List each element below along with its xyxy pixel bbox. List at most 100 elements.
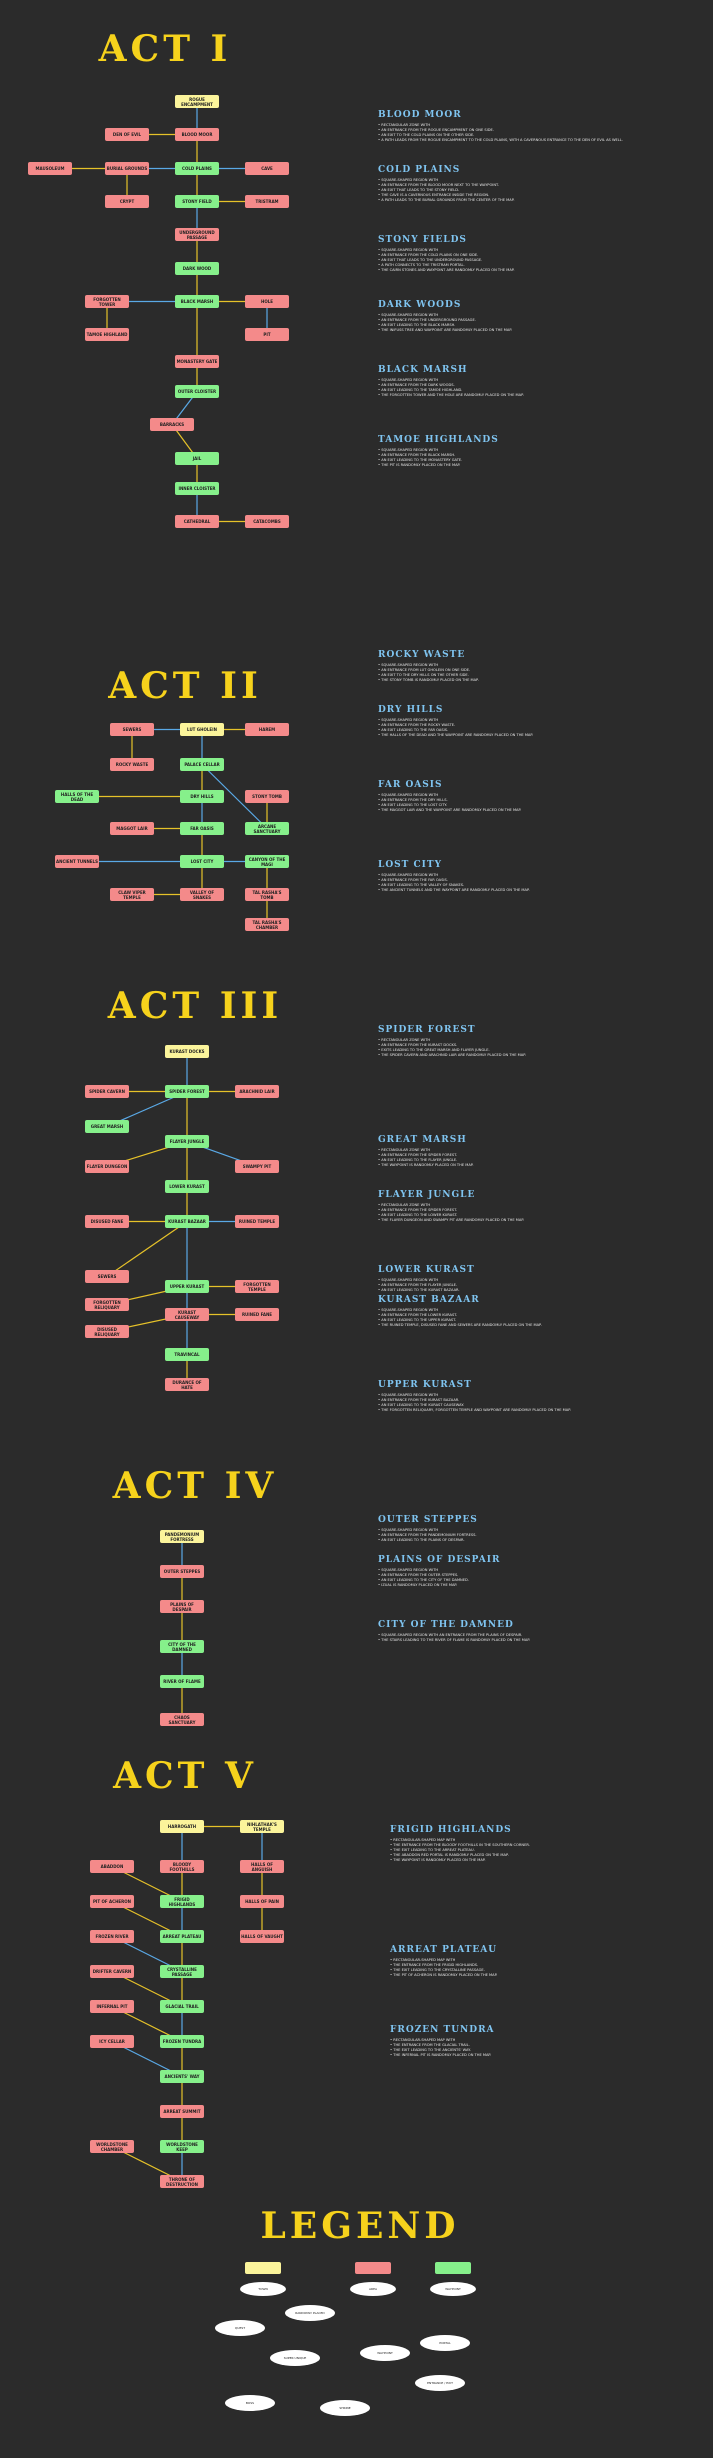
legend-label: WAYPOINT (430, 2282, 476, 2296)
section-heading: ARREAT PLATEAU (390, 1945, 498, 1955)
act5-node: HARROGATH (160, 1820, 204, 1833)
section-line: • THE EXIT LEADING TO THE CRYSTALLINE PA… (390, 1968, 485, 1972)
act3-node: TRAVINCAL (165, 1348, 209, 1361)
section-body: • SQUARE-SHAPED REGION WITH • AN ENTRANC… (378, 1393, 693, 1413)
act5-node: HALLS OF ANGUISH (240, 1860, 284, 1873)
act-1-title: ACT I (98, 28, 232, 70)
act2-node: PALACE CELLAR (180, 758, 224, 771)
section-line: • THE CAIRN STONES AND WAYPOINT ARE RAND… (378, 268, 515, 272)
section-line: • AN ENTRANCE FROM THE OUTER STEPPES. (378, 1573, 459, 1577)
act3-node: SWAMPY PIT (235, 1160, 279, 1173)
section-line: • AN EXIT THAT LEADS TO THE STONY FIELD. (378, 188, 460, 192)
legend-label: TOWN (240, 2282, 286, 2296)
section-line: • THE EXIT LEADING TO THE ANCIENTS' WAY. (390, 2048, 471, 2052)
act5-node: NIHLATHAK'S TEMPLE (240, 1820, 284, 1833)
act1-node: CATACOMBS (245, 515, 289, 528)
act5-node: ARREAT SUMMIT (160, 2105, 204, 2118)
act1-node: DARK WOOD (175, 262, 219, 275)
section-line: • AN ENTRANCE FROM THE DARK WOODS. (378, 383, 455, 387)
section-heading: COLD PLAINS (378, 165, 461, 175)
act3-node: DURANCE OF HATE (165, 1378, 209, 1391)
act1-node: BLOOD MOOR (175, 128, 219, 141)
legend-ellipse: WAYPOINT (360, 2345, 410, 2361)
act3-node: RUINED TEMPLE (235, 1215, 279, 1228)
act5-node: PIT OF ACHERON (90, 1895, 134, 1908)
act3-node: KURAST BAZAAR (165, 1215, 209, 1228)
section-heading: CITY OF THE DAMNED (378, 1620, 514, 1630)
act2-node: CLAW VIPER TEMPLE (110, 888, 154, 901)
act1-node: CATHEDRAL (175, 515, 219, 528)
act3-node: DISUSED FANE (85, 1215, 129, 1228)
act5-node: FROZEN RIVER (90, 1930, 134, 1943)
section-line: • AN EXIT LEADING TO THE CITY OF THE DAM… (378, 1578, 469, 1582)
section-line: • SQUARE-SHAPED REGION WITH (378, 1308, 439, 1312)
section-body: • RECTANGULAR-SHAPED MAP WITH • THE ENTR… (390, 1838, 705, 1863)
act2-node: ARCANE SANCTUARY (245, 822, 289, 835)
section-line: • AN EXIT THAT LEADS TO THE UNDERGROUND … (378, 258, 483, 262)
section-line: • A PATH LEADS FROM THE ROGUE ENCAMPMENT… (378, 138, 623, 142)
section-body: • RECTANGULAR ZONE WITH • AN ENTRANCE FR… (378, 1203, 693, 1223)
section-line: • IZUAL IS RANDOMLY PLACED ON THE MAP. (378, 1583, 458, 1587)
act2-node: SEWERS (110, 723, 154, 736)
section-line: • THE ABADDON RED PORTAL IS RANDOMLY PLA… (390, 1853, 509, 1857)
act1-node: UNDERGROUND PASSAGE (175, 228, 219, 241)
section-line: • AN EXIT LEADING TO THE PLAINS OF DESPA… (378, 1538, 465, 1542)
section-body: • SQUARE-SHAPED REGION WITH • AN ENTRANC… (378, 448, 693, 468)
section-body: • SQUARE-SHAPED REGION WITH • AN ENTRANC… (378, 1528, 693, 1543)
section-body: • SQUARE-SHAPED REGION WITH • AN ENTRANC… (378, 248, 693, 273)
section-line: • AN ENTRANCE FROM THE BLACK MARSH. (378, 453, 456, 457)
section-line: • THE FORGOTTEN RELIQUARY, FORGOTTEN TEM… (378, 1408, 571, 1412)
section-heading: GREAT MARSH (378, 1135, 467, 1145)
section-heading: BLACK MARSH (378, 365, 468, 375)
section-line: • THE STONY TOMB IS RANDOMLY PLACED ON T… (378, 678, 479, 682)
act4-node: PANDEMONIUM FORTRESS (160, 1530, 204, 1543)
section-line: • THE PIT OF ACHERON IS RANDOMLY PLACED … (390, 1973, 498, 1977)
legend-ellipse: BOSS (225, 2395, 275, 2411)
section-line: • A PATH LEADS TO THE BURIAL GROUNDS FRO… (378, 198, 515, 202)
legend-title: LEGEND (260, 2205, 460, 2247)
act5-node: ARREAT PLATEAU (160, 1930, 204, 1943)
act3-link (106, 1221, 188, 1277)
section-line: • AN EXIT LEADING TO THE BLACK MARSH. (378, 323, 456, 327)
act2-node: FAR OASIS (180, 822, 224, 835)
section-line: • THE HALLS OF THE DEAD AND THE WAYPOINT… (378, 733, 534, 737)
section-line: • AN EXIT LEADING TO THE UPPER KURAST. (378, 1318, 457, 1322)
act4-node: PLAINS OF DESPAIR (160, 1600, 204, 1613)
act1-node: MAUSOLEUM (28, 162, 72, 175)
section-line: • RECTANGULAR-SHAPED MAP WITH (390, 1838, 456, 1842)
section-line: • AN ENTRANCE FROM THE SPIDER FOREST. (378, 1208, 458, 1212)
section-line: • AN ENTRANCE FROM THE DRY HILLS. (378, 798, 448, 802)
section-heading: ROCKY WASTE (378, 650, 466, 660)
act2-node: MAGGOT LAIR (110, 822, 154, 835)
act5-node: WORLDSTONE KEEP (160, 2140, 204, 2153)
act1-node: CRYPT (105, 195, 149, 208)
act3-node: KURAST CAUSEWAY (165, 1308, 209, 1321)
act1-node: FORGOTTEN TOWER (85, 295, 129, 308)
act1-node: JAIL (175, 452, 219, 465)
section-line: • AN ENTRANCE FROM THE PANDEMONIUM FORTR… (378, 1533, 477, 1537)
section-line: • SQUARE-SHAPED REGION WITH (378, 663, 439, 667)
act3-node: FLAYER DUNGEON (85, 1160, 129, 1173)
act5-node: GLACIAL TRAIL (160, 2000, 204, 2013)
section-line: • RECTANGULAR ZONE WITH (378, 123, 431, 127)
act5-node: HALLS OF VAUGHT (240, 1930, 284, 1943)
legend-ellipse: PORTAL (420, 2335, 470, 2351)
section-line: • SQUARE-SHAPED REGION WITH (378, 378, 439, 382)
section-line: • SQUARE-SHAPED REGION WITH (378, 1278, 439, 1282)
act5-node: ANCIENTS' WAY (160, 2070, 204, 2083)
section-heading: FLAYER JUNGLE (378, 1190, 476, 1200)
legend-swatch (435, 2262, 471, 2274)
section-line: • SQUARE-SHAPED REGION WITH (378, 248, 439, 252)
section-line: • AN ENTRANCE FROM THE KURAST BAZAAR. (378, 1398, 460, 1402)
section-line: • THE FLAYER DUNGEON AND SWAMPY PIT ARE … (378, 1218, 525, 1222)
act5-node: FRIGID HIGHLANDS (160, 1895, 204, 1908)
section-line: • AN EXIT LEADING TO THE VALLEY OF SNAKE… (378, 883, 465, 887)
section-line: • THE ENTRANCE FROM THE GLACIAL TRAIL. (390, 2043, 470, 2047)
section-line: • THE WAYPOINT IS RANDOMLY PLACED ON THE… (390, 1858, 486, 1862)
section-body: • SQUARE-SHAPED REGION WITH • AN ENTRANC… (378, 1278, 693, 1293)
section-body: • RECTANGULAR ZONE WITH • AN ENTRANCE FR… (378, 123, 693, 143)
act3-node: FLAYER JUNGLE (165, 1135, 209, 1148)
section-line: • AN EXIT TO THE COLD PLAINS ON THE OTHE… (378, 133, 475, 137)
section-line: • AN EXIT LEADING TO THE KURAST BAZAAR. (378, 1288, 460, 1292)
